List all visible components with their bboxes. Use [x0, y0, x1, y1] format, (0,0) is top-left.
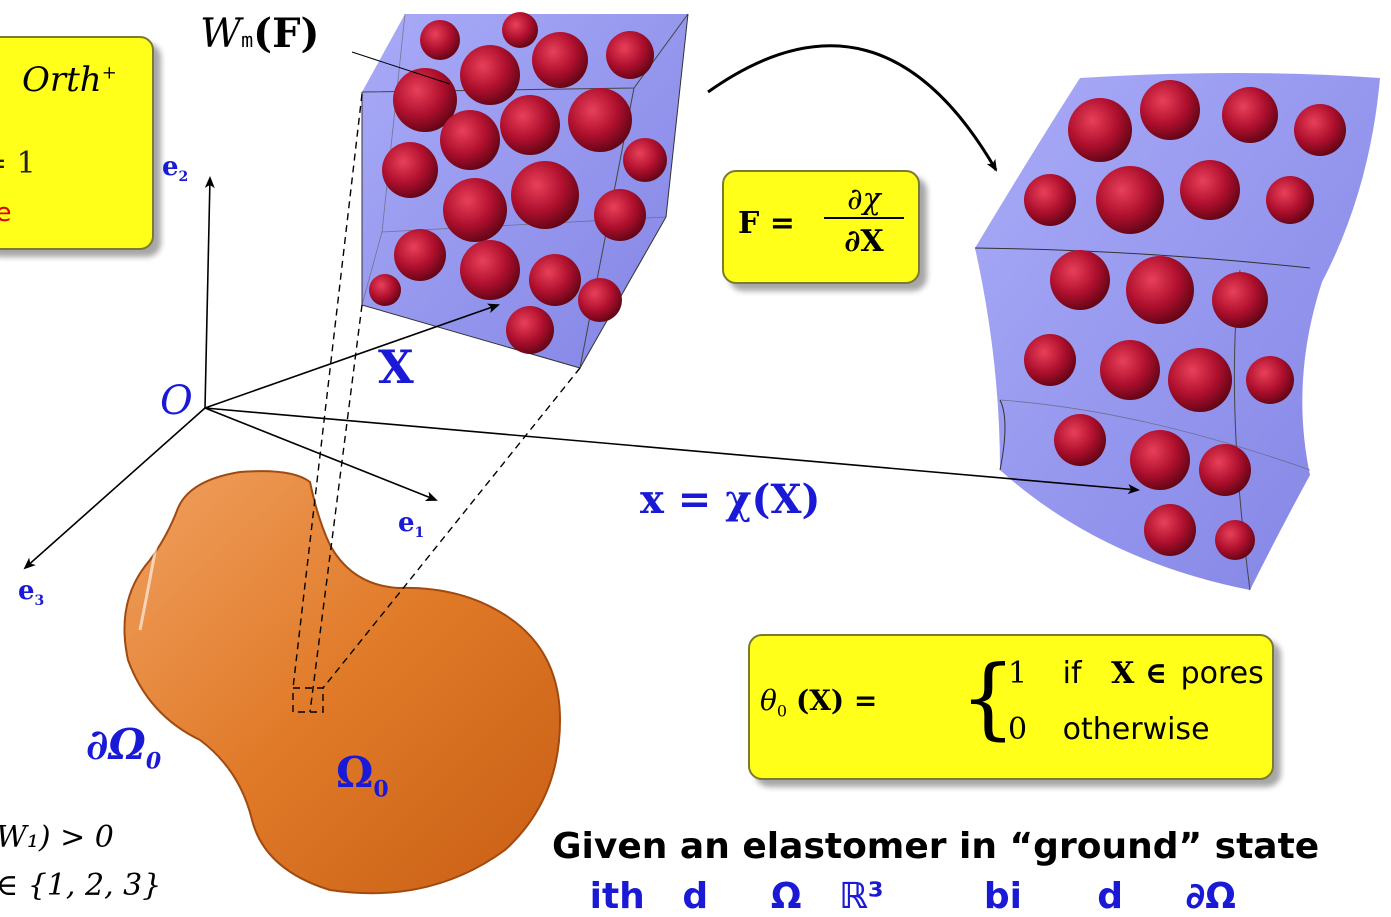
reference-cube [361, 12, 689, 369]
caption-line-2: ith d Ω ℝ³ bi d ∂Ω [552, 876, 1236, 917]
e3-label: e3 [18, 576, 45, 610]
gradient-lhs: F = [738, 206, 795, 241]
deformed-cube [974, 73, 1380, 591]
bottom-left-index-set: ∈ {1, 2, 3} [0, 868, 162, 903]
e2-label: e2 [162, 152, 189, 186]
material-constraints-box: Orth+ = 1 se [0, 36, 154, 250]
deformation-map-label: x = χ(X) [640, 476, 821, 523]
orth-text: Orth+ [22, 60, 117, 100]
domain-label: Ω0 [336, 748, 389, 803]
case-one: 1 if X ∈ pores [1008, 656, 1264, 691]
deformation-gradient-box: F = ∂χ ∂X [722, 170, 920, 284]
equals-one-text: = 1 [0, 146, 36, 181]
gradient-numerator: ∂χ [824, 182, 904, 219]
wm-label: Wm(F) [200, 10, 320, 57]
e1-label: e1 [398, 508, 425, 542]
case-zero: 0 otherwise [1008, 712, 1210, 747]
position-X-label: X [378, 340, 414, 394]
body-omega0 [123, 470, 562, 895]
caption-line-1: Given an elastomer in “ground” state [552, 826, 1320, 867]
zoom-dashed-lines [292, 93, 581, 713]
origin-label: O [160, 378, 193, 424]
theta-lhs: θ0 (X) = [760, 684, 878, 721]
pore-indicator-box: θ0 (X) = { 1 if X ∈ pores 0 otherwise [748, 634, 1274, 780]
cases-brace: { [960, 646, 1016, 749]
else-text: se [0, 198, 12, 228]
boundary-label: ∂Ω0 [86, 720, 162, 775]
coordinate-axes [23, 176, 1140, 570]
bottom-left-condition: W₁) > 0 [0, 820, 114, 855]
gradient-denominator: ∂X [844, 224, 884, 259]
mapping-curve-arrow [707, 44, 998, 172]
wm-leader-line [351, 51, 451, 85]
